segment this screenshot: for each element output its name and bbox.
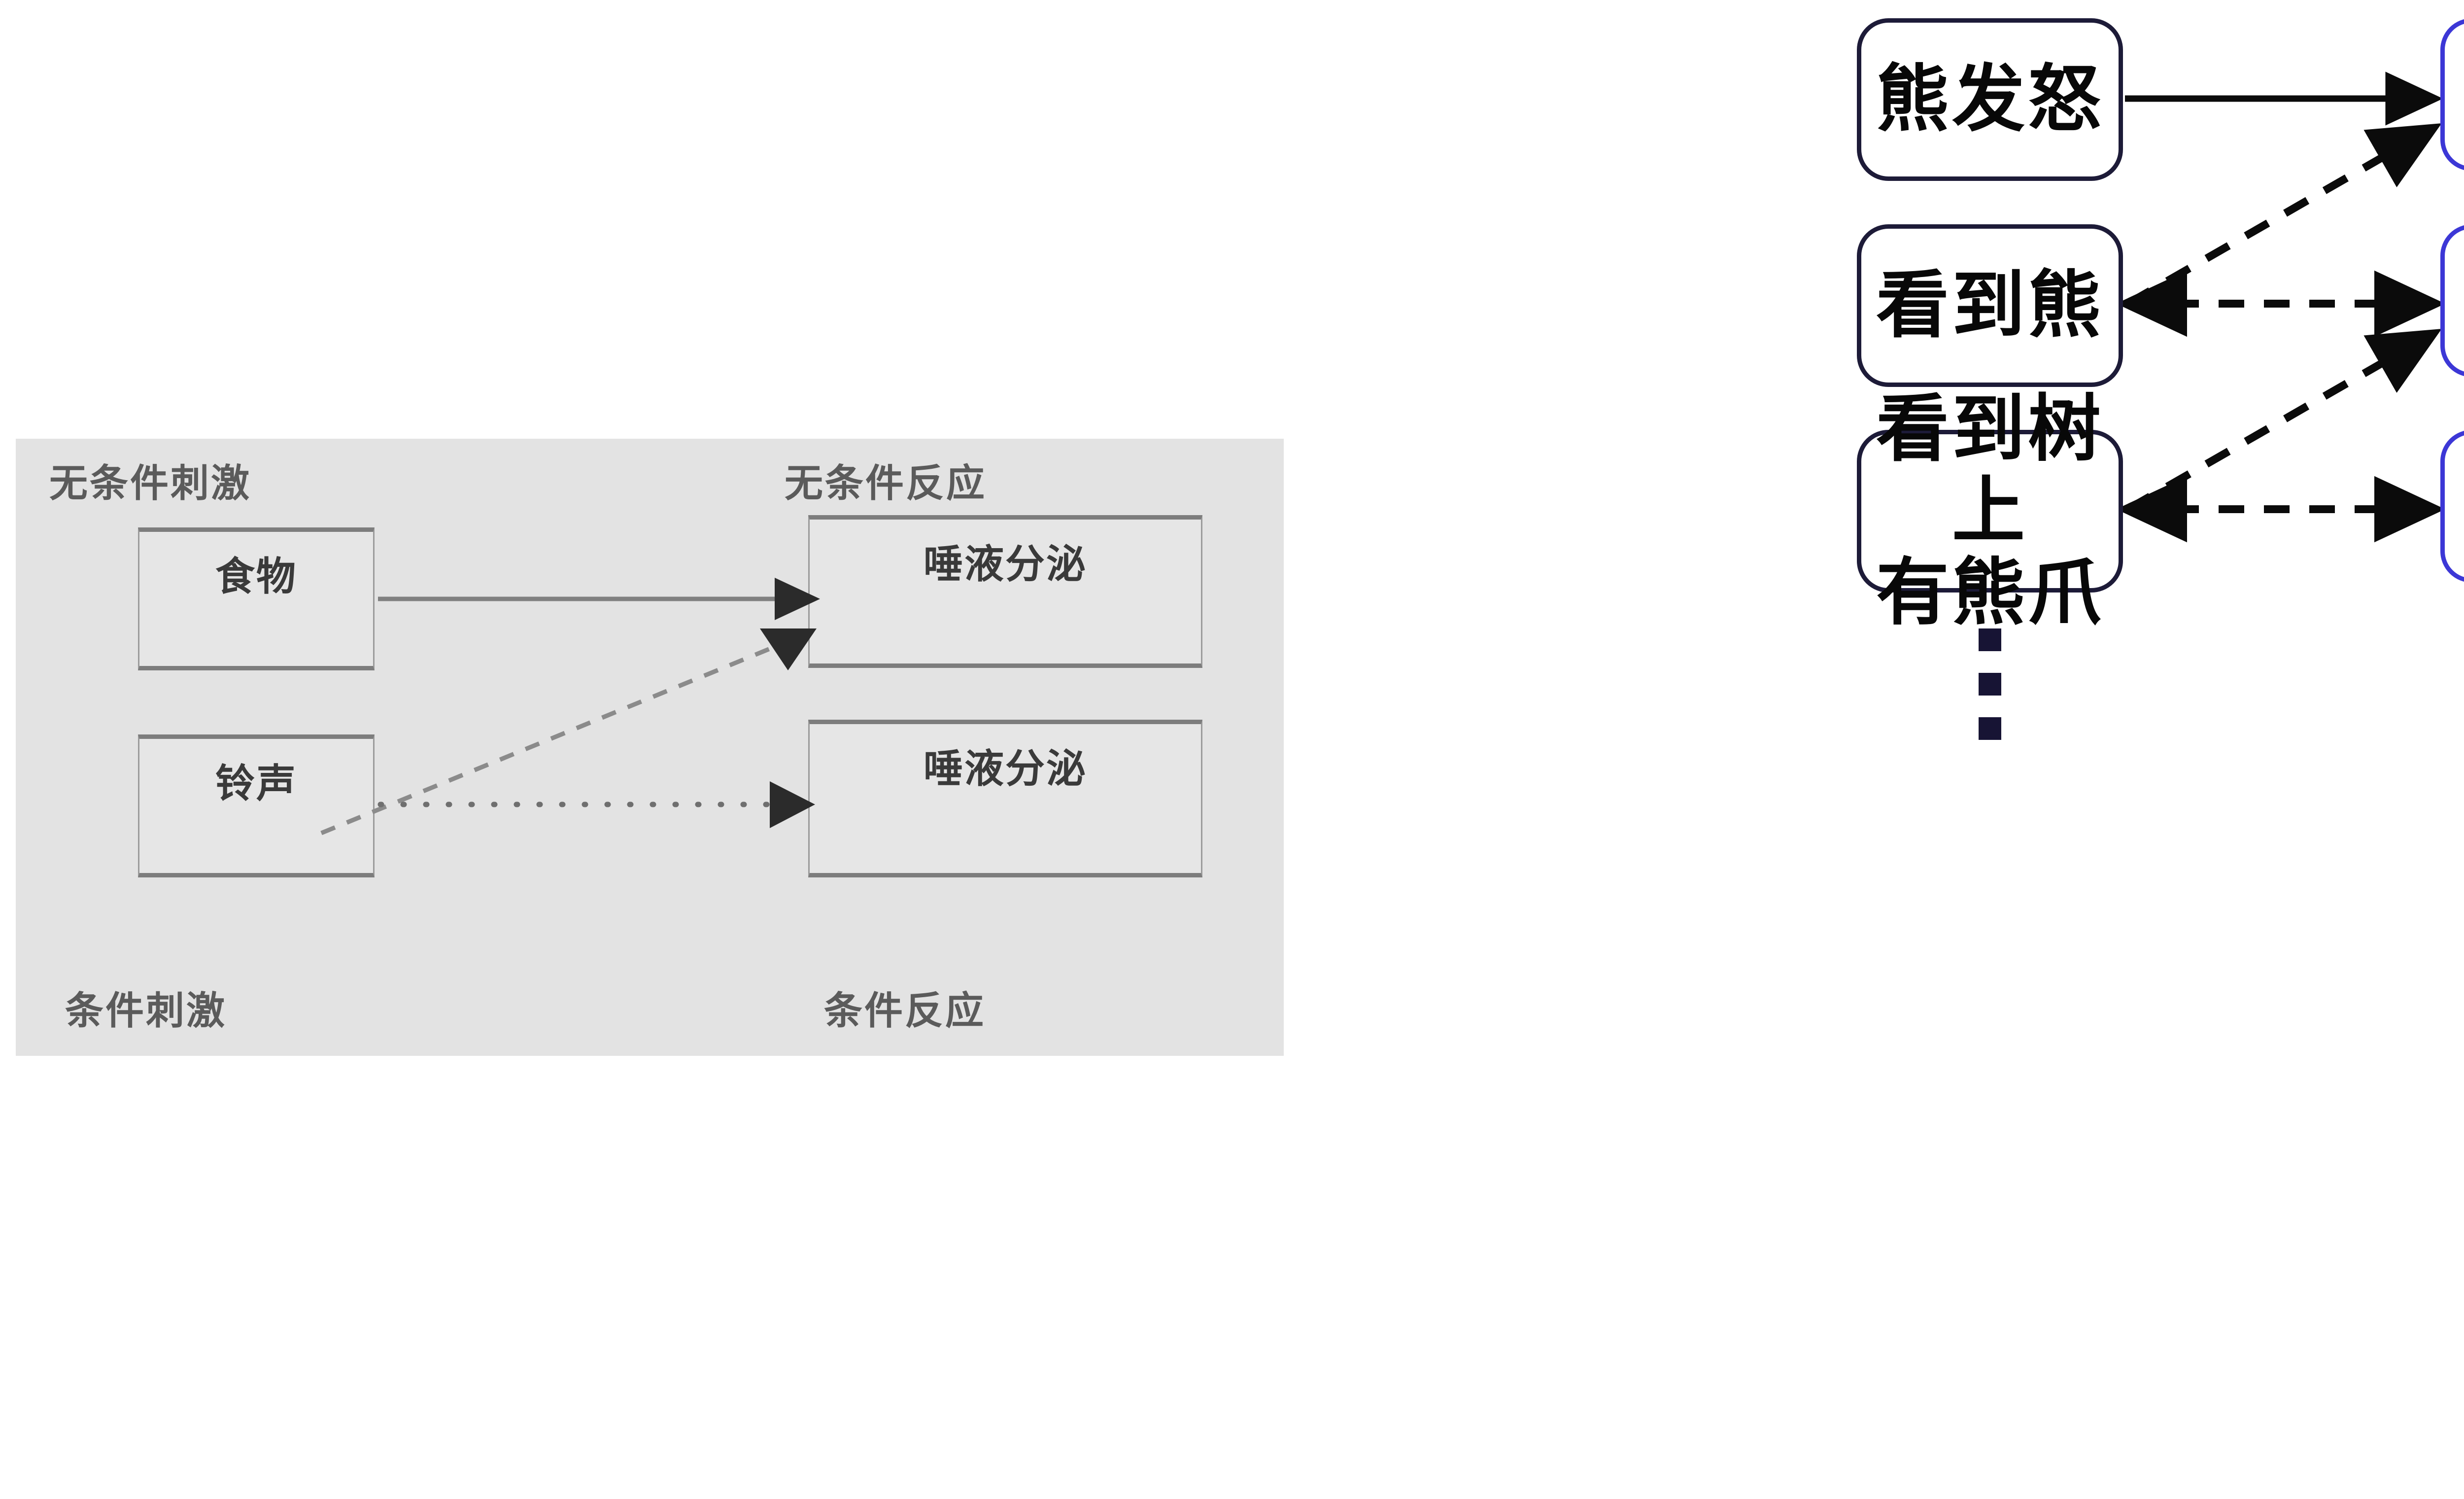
ellipsis-dot	[1979, 717, 2001, 740]
ellipsis-dot	[1979, 673, 2001, 696]
label-conditioned-response: 条件反应	[824, 989, 986, 1032]
arrow-bell-to-salivation-bottom	[377, 781, 815, 828]
box-food-label: 食物	[215, 555, 297, 598]
node-see-bear: 看到熊	[1857, 224, 2123, 387]
node-bear-angry: 熊发怒	[1857, 18, 2123, 181]
node-claw-on-tree: 看到树上 有熊爪	[1857, 388, 2123, 633]
label-unconditioned-response: 无条件反应	[785, 461, 987, 505]
classical-conditioning-panel: 无条件刺激 无条件反应 条件刺激 条件反应 食物 铃声 唾液分泌 唾液分泌	[16, 439, 1284, 1056]
node-v-s: V(s)	[2440, 430, 2464, 583]
box-salivation-top-label: 唾液分泌	[924, 542, 1087, 586]
box-food: 食物	[138, 527, 375, 670]
node-v-s-prime: V(s′)	[2440, 224, 2464, 377]
box-salivation-top: 唾液分泌	[808, 515, 1202, 668]
box-bell-label: 铃声	[215, 762, 297, 805]
state-column-ellipsis	[1979, 628, 2001, 740]
box-bell: 铃声	[138, 734, 375, 877]
box-salivation-bottom-label: 唾液分泌	[924, 747, 1087, 791]
box-salivation-bottom: 唾液分泌	[808, 720, 1202, 877]
node-claw-on-tree-label: 看到树上 有熊爪	[1876, 388, 2104, 633]
node-see-bear-label: 看到熊	[1876, 265, 2104, 347]
label-conditioned-stimulus: 条件刺激	[65, 989, 227, 1032]
label-unconditioned-stimulus: 无条件刺激	[49, 461, 252, 505]
arrow-bell-to-salivation-top	[320, 628, 817, 836]
edge-see-bear-to-reward	[2126, 123, 2442, 307]
ellipsis-dot	[1979, 628, 2001, 651]
edge-claw-to-v-s-prime	[2126, 329, 2442, 513]
arrow-food-to-salivation	[378, 578, 820, 620]
node-reward: 奖励	[2440, 18, 2464, 171]
classical-conditioning-arrows	[320, 578, 820, 836]
td-value-panel: 熊发怒 看到熊 看到树上 有熊爪 奖励 V(s′) V(s)	[1454, 0, 2464, 1499]
node-bear-angry-label: 熊发怒	[1876, 59, 2104, 140]
